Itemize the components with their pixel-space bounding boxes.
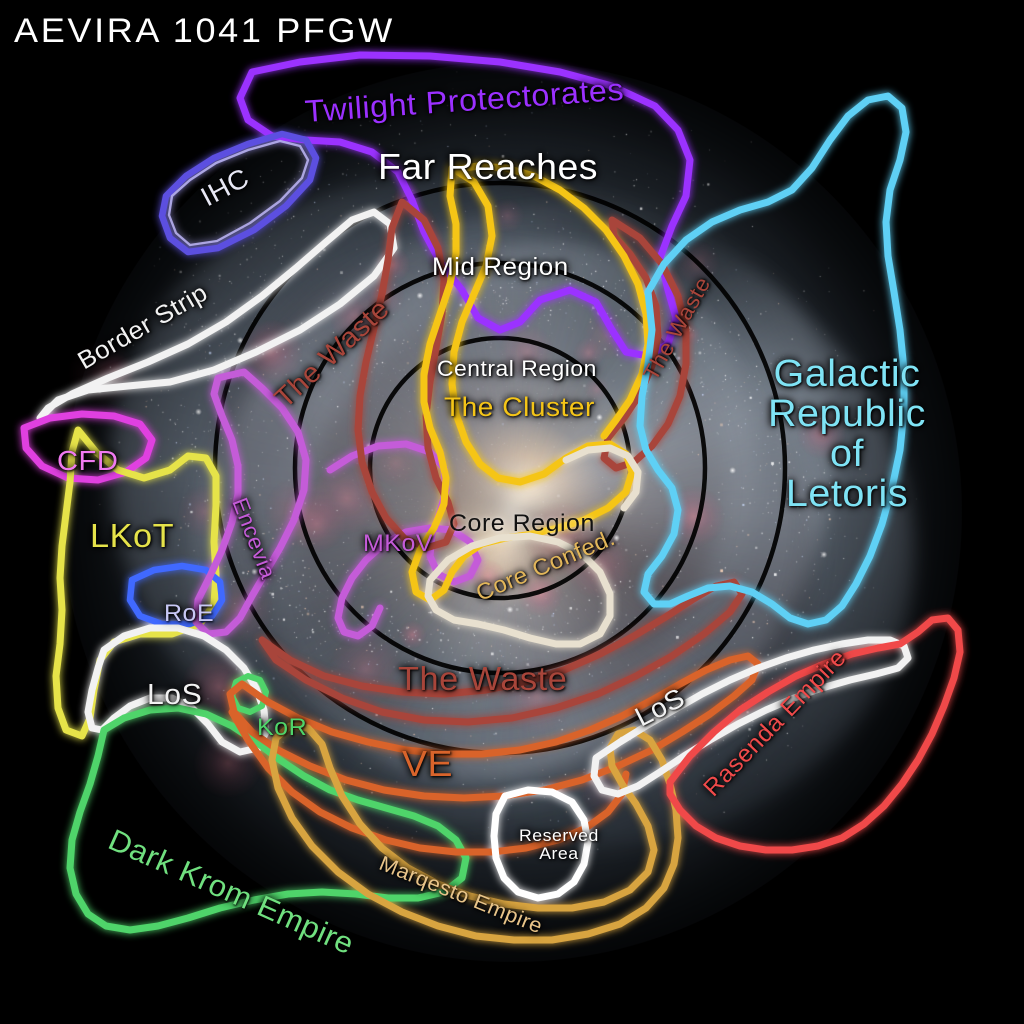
border-core-confed[interactable] <box>424 532 614 648</box>
border-los-west[interactable] <box>84 624 270 756</box>
border-cfd[interactable] <box>20 410 156 484</box>
border-marqesto-empire[interactable] <box>268 722 682 944</box>
borders <box>20 51 964 944</box>
mid-region-ring <box>292 260 708 676</box>
border-rasenda-empire[interactable] <box>666 614 964 854</box>
page-title: AEVIRA 1041 PFGW <box>14 12 395 50</box>
border-ve-lower[interactable] <box>228 708 630 856</box>
border-the-cluster[interactable] <box>408 164 636 604</box>
border-twilight-protectorates[interactable] <box>236 51 694 360</box>
border-mkov[interactable] <box>326 440 482 640</box>
border-galactic-republic-of-letoris[interactable] <box>636 92 910 628</box>
border-the-cluster-north[interactable] <box>448 162 652 440</box>
border-border-strip[interactable] <box>36 208 398 422</box>
border-dark-krom-empire[interactable] <box>66 704 470 934</box>
border-ve[interactable] <box>226 652 762 802</box>
border-ihc-inner <box>167 139 310 247</box>
border-ihc[interactable] <box>158 130 320 256</box>
border-core-confed-upper[interactable] <box>562 444 642 512</box>
border-reserved-area[interactable] <box>490 786 592 902</box>
border-los-east[interactable] <box>590 636 912 798</box>
border-encevia[interactable] <box>192 368 310 638</box>
border-roe[interactable] <box>126 562 226 628</box>
